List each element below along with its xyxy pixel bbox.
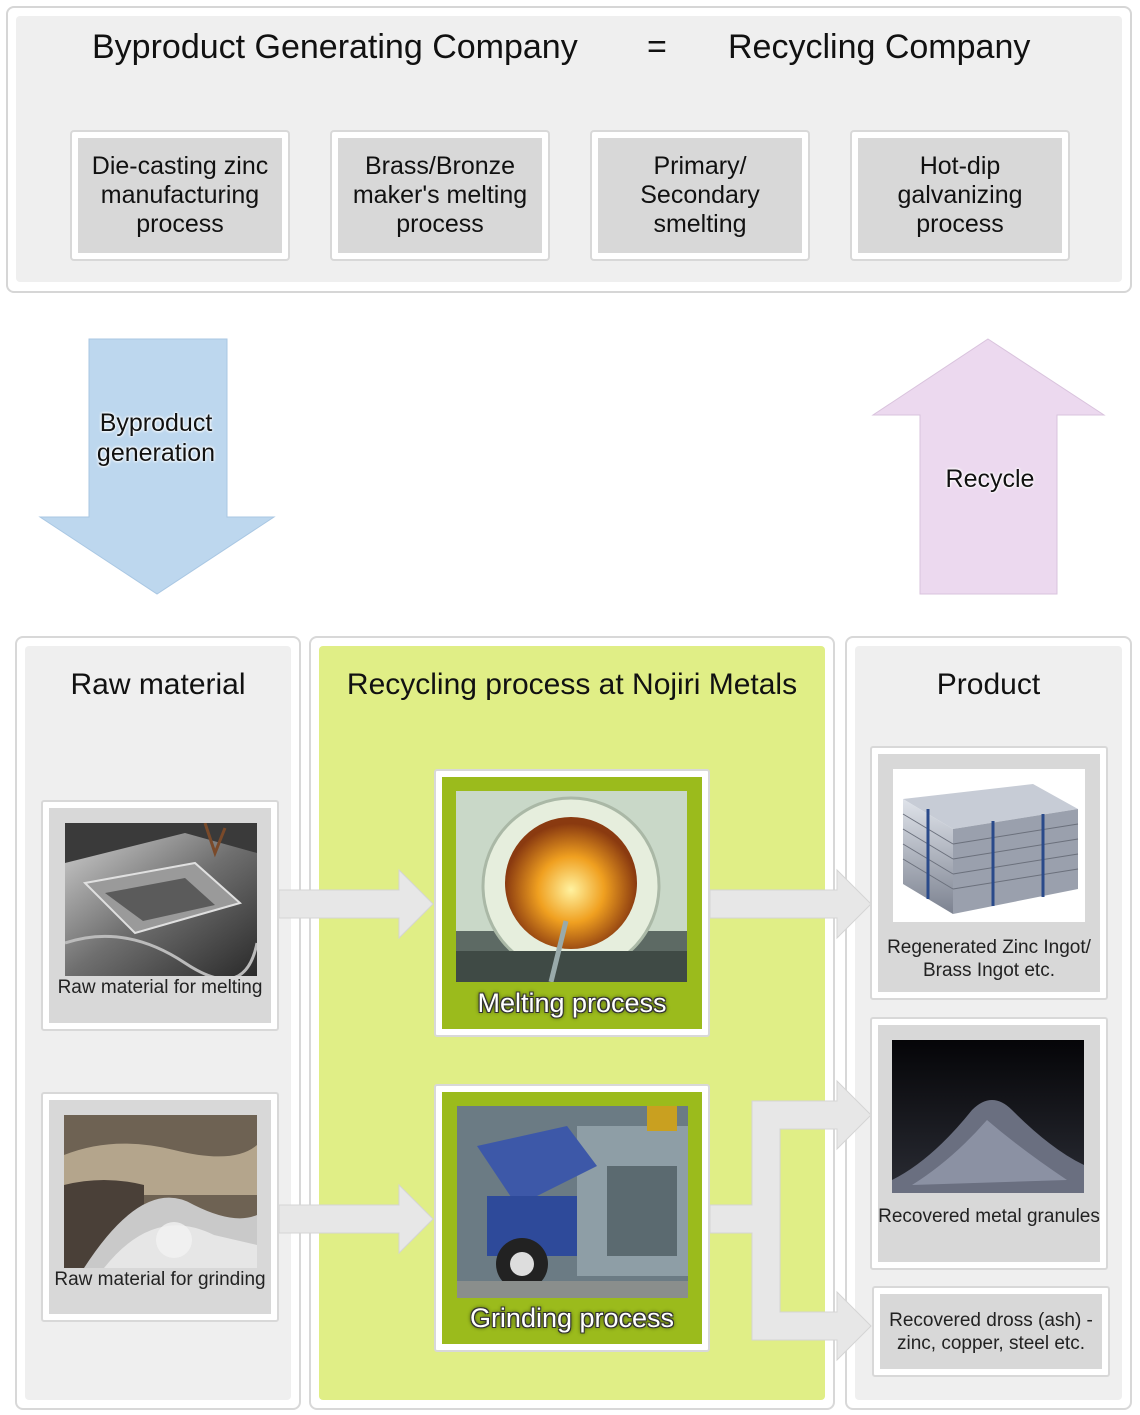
dross-card-background bbox=[880, 1294, 1102, 1369]
dross-label: Recovered dross (ash) -zinc, copper, ste… bbox=[889, 1310, 1093, 1354]
dross-pile-photo bbox=[64, 1115, 257, 1268]
byproduct-generation-label: Byproduct generation bbox=[96, 409, 216, 467]
process-label-brass: Brass/Bronze maker's melting process bbox=[338, 138, 542, 253]
metal-granules-photo bbox=[892, 1040, 1084, 1193]
flow-arrow-grinding-out bbox=[709, 1079, 872, 1362]
recycle-up-arrow bbox=[871, 338, 1106, 595]
ingot-stack-photo bbox=[893, 769, 1085, 922]
product-title: Product bbox=[936, 668, 1041, 701]
grinding-process-label: Grinding process bbox=[469, 1303, 675, 1333]
granules-label: Recovered metal granules bbox=[878, 1206, 1100, 1227]
process-label-galvanizing: Hot-dip galvanizing process bbox=[858, 138, 1062, 253]
furnace-photo bbox=[456, 791, 687, 982]
equals-sign: = bbox=[647, 28, 667, 66]
process-label-smelting: Primary/ Secondary smelting bbox=[598, 138, 802, 253]
process-label-diecasting: Die-casting zinc manufacturing process bbox=[78, 138, 282, 253]
recycling-process-title: Recycling process at Nojiri Metals bbox=[346, 668, 798, 701]
flow-arrow-grinding-in bbox=[278, 1183, 434, 1255]
recycling-company-title: Recycling Company bbox=[728, 28, 1031, 66]
flow-arrow-melting-out bbox=[709, 868, 872, 940]
byproduct-company-title: Byproduct Generating Company bbox=[92, 28, 578, 66]
grinding-machine-photo bbox=[457, 1106, 688, 1298]
melting-process-label: Melting process bbox=[477, 988, 667, 1018]
raw-grinding-label: Raw material for grinding bbox=[54, 1269, 266, 1290]
ingot-label: Regenerated Zinc Ingot/ Brass Ingot etc. bbox=[887, 937, 1091, 981]
zinc-scrap-photo bbox=[65, 823, 257, 976]
raw-material-title: Raw material bbox=[70, 668, 246, 701]
byproduct-down-arrow bbox=[38, 338, 276, 595]
recycle-label: Recycle bbox=[945, 465, 1035, 493]
raw-melting-label: Raw material for melting bbox=[57, 977, 263, 998]
big-arrows-layer bbox=[38, 338, 1106, 595]
flow-arrow-melting-in bbox=[278, 868, 434, 940]
